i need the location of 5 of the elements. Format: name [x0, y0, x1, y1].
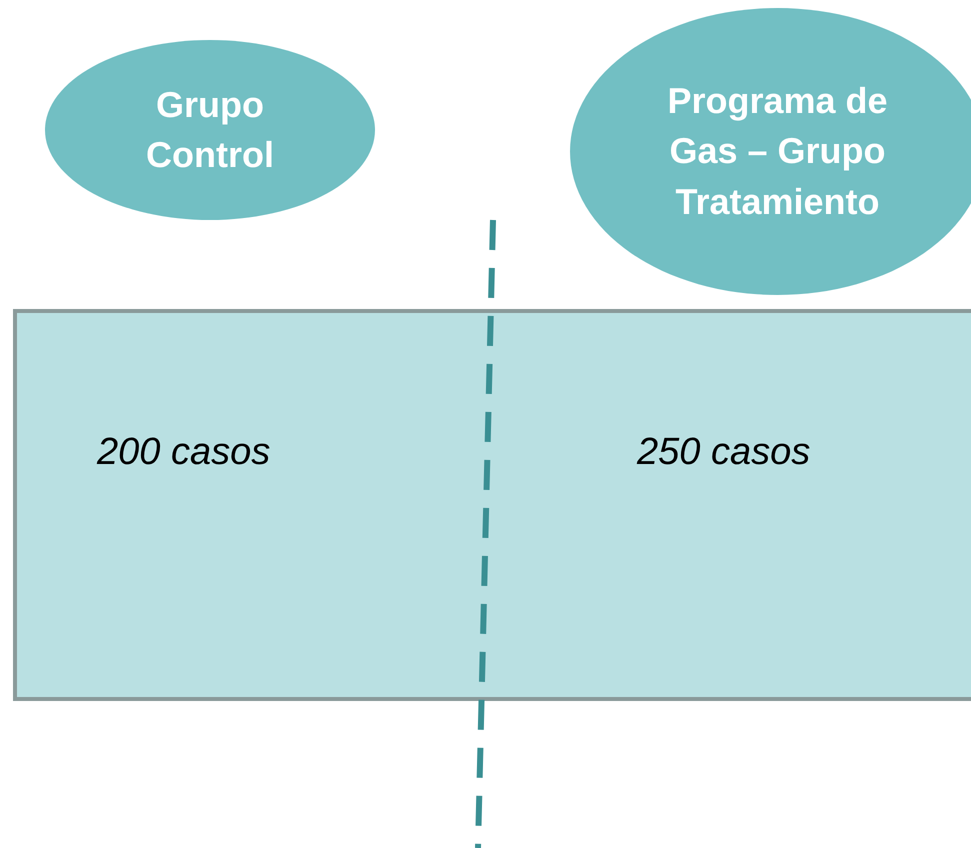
group-label: Programa de Gas – Grupo Tratamiento [666, 78, 889, 224]
case-count: 250 casos [637, 431, 810, 474]
case-count: 200 casos [97, 431, 270, 474]
group-label: Grupo Control [145, 82, 275, 177]
group-panel [13, 309, 971, 701]
